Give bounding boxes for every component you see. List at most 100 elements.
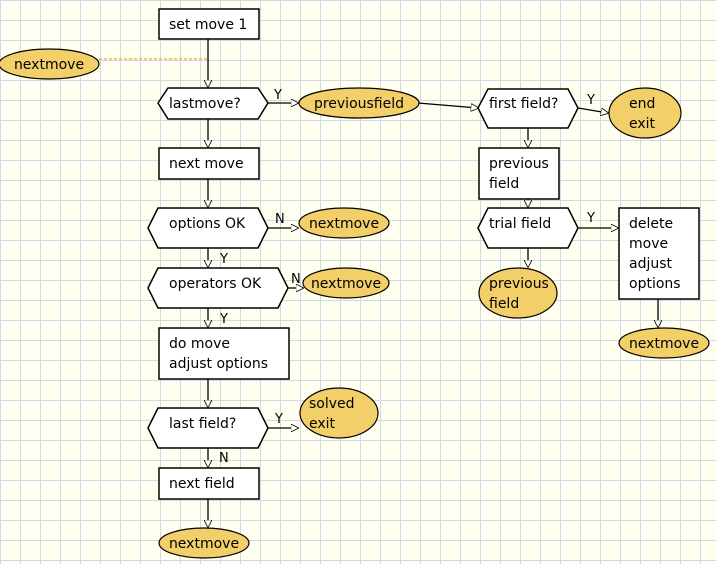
previous-field-box-line-1: previous (489, 156, 549, 172)
label-operators-yes: Y (219, 312, 228, 327)
do-move-box (158, 327, 290, 380)
operators-ok-decision: operators OK (147, 267, 289, 309)
branch-labels: Y Y N Y Y N Y Y N (219, 88, 595, 466)
last-field-decision: last field? (147, 407, 269, 449)
svg-text:nextmove: nextmove (311, 276, 381, 292)
nextmove-entry-label: nextmove (14, 57, 84, 73)
solved-exit-line-1: solved (309, 396, 355, 412)
previous-field-box-line-2: field (489, 176, 519, 192)
svg-text:lastmove?: lastmove? (169, 96, 241, 112)
delete-move-line-2: move (629, 236, 668, 252)
delete-move-node: delete move adjust options (618, 207, 700, 300)
last-field-label: last field? (169, 416, 236, 432)
svg-text:previousfield: previousfield (314, 96, 404, 112)
label-last-field-no: N (219, 451, 229, 466)
svg-text:previous field: previous field (489, 276, 553, 312)
delete-move-line-1: delete (629, 216, 673, 232)
previous-field-box (478, 147, 560, 200)
lastmove-label: lastmove? (169, 96, 241, 112)
nextmove-options-ellipse (298, 207, 390, 239)
operators-ok-hexagon (147, 267, 289, 309)
options-ok-hexagon (147, 207, 269, 249)
nextmove-final-node: nextmove (158, 527, 250, 559)
previousfield-label: previousfield (314, 96, 404, 112)
edge-first-yes (577, 107, 608, 113)
svg-text:delete move adjust: delete move adjust options (629, 216, 681, 292)
previousfield-node: previousfield (298, 87, 420, 119)
next-field-node: next field (158, 467, 260, 500)
nextmove-delete-label: nextmove (629, 336, 699, 352)
previous-field-terminal-line-2: field (489, 296, 519, 312)
delete-move-box (618, 207, 700, 300)
previous-field-terminal-node: previous field (478, 267, 558, 319)
nextmove-entry-node: nextmove (0, 48, 100, 80)
trial-field-decision: trial field (477, 207, 579, 249)
label-trial-yes: Y (586, 211, 595, 226)
nextmove-operators-label: nextmove (311, 276, 381, 292)
delete-move-line-3: adjust (629, 256, 673, 272)
label-operators-no: N (291, 272, 301, 287)
svg-text:next move: next move (169, 156, 244, 172)
svg-text:previous field: previous field (489, 156, 553, 192)
next-field-box (158, 467, 260, 500)
next-move-label: next move (169, 156, 244, 172)
label-last-field-yes: Y (274, 412, 283, 427)
lastmove-decision: lastmove? (157, 87, 269, 120)
edges (99, 39, 658, 527)
nextmove-options-label: nextmove (309, 216, 379, 232)
nextmove-entry-ellipse (0, 48, 100, 80)
trial-field-label: trial field (489, 216, 551, 232)
solved-exit-node: solved exit (299, 387, 379, 439)
first-field-hexagon (477, 88, 579, 129)
do-move-node: do move adjust options (158, 327, 290, 380)
svg-text:trial field: trial field (489, 216, 551, 232)
do-move-line-2: adjust options (169, 356, 268, 372)
options-ok-label: options OK (169, 216, 246, 232)
end-exit-ellipse (608, 87, 682, 139)
set-move-1-box (158, 8, 260, 40)
previousfield-ellipse (298, 87, 420, 119)
svg-text:nextmove: nextmove (629, 336, 699, 352)
end-exit-line-1: end (629, 96, 655, 112)
nextmove-options-node: nextmove (298, 207, 390, 239)
solved-exit-line-2: exit (309, 416, 336, 432)
svg-text:operators OK: operators OK (169, 276, 262, 292)
end-exit-node: end exit (608, 87, 682, 139)
nextmove-operators-ellipse (302, 267, 390, 299)
trial-field-hexagon (477, 207, 579, 249)
delete-move-line-4: options (629, 276, 681, 292)
label-options-yes: Y (219, 252, 228, 267)
svg-text:nextmove: nextmove (14, 57, 84, 73)
label-first-field-yes: Y (586, 93, 595, 108)
operators-ok-label: operators OK (169, 276, 262, 292)
nextmove-final-ellipse (158, 527, 250, 559)
solved-exit-ellipse (299, 387, 379, 439)
svg-text:last field?: last field? (169, 416, 236, 432)
nextmove-operators-node: nextmove (302, 267, 390, 299)
label-options-no: N (275, 212, 285, 227)
svg-text:end exit: end exit (629, 96, 660, 132)
nextmove-final-label: nextmove (169, 536, 239, 552)
last-field-hexagon (147, 407, 269, 449)
first-field-decision: first field? (477, 88, 579, 129)
options-ok-decision: options OK (147, 207, 269, 249)
svg-text:first field?: first field? (489, 96, 558, 112)
lastmove-hexagon (157, 87, 269, 120)
svg-text:options OK: options OK (169, 216, 246, 232)
nextmove-delete-ellipse (618, 327, 710, 359)
first-field-label: first field? (489, 96, 558, 112)
svg-text:set move 1: set move 1 (169, 17, 247, 33)
set-move-1-label: set move 1 (169, 17, 247, 33)
previous-field-box-node: previous field (478, 147, 560, 200)
edge-previousfield-to-first (417, 102, 478, 108)
previous-field-terminal-line-1: previous (489, 276, 549, 292)
previous-field-terminal-ellipse (478, 267, 558, 319)
next-field-label: next field (169, 476, 235, 492)
label-lastmove-yes: Y (273, 88, 282, 103)
set-move-1-node: set move 1 (158, 8, 260, 40)
nextmove-delete-node: nextmove (618, 327, 710, 359)
next-move-box (158, 147, 260, 180)
svg-text:solved exit: solved exit (309, 396, 359, 432)
end-exit-line-2: exit (629, 116, 656, 132)
